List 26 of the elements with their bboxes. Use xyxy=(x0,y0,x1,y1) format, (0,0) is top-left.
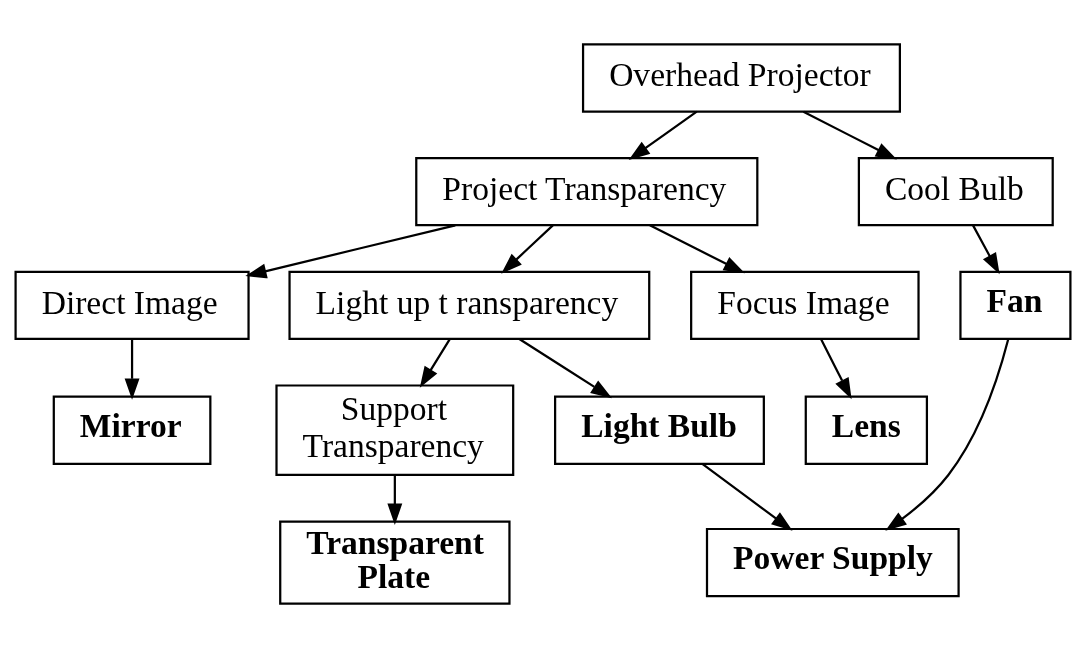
node-box: Light up t ransparency xyxy=(288,270,651,340)
node-box: Support Transparency xyxy=(275,383,515,476)
node-box: Focus Image xyxy=(690,270,920,340)
arrow xyxy=(124,338,140,400)
arrow xyxy=(245,223,456,278)
node-box: Overhead Projector xyxy=(581,42,901,113)
arrow xyxy=(972,224,1000,274)
arrow xyxy=(387,475,403,525)
node-box: Project Transparency xyxy=(415,156,759,226)
arrow xyxy=(419,337,451,388)
node-box: Fan xyxy=(959,270,1072,340)
node-box: Direct Image xyxy=(14,270,250,340)
arrow xyxy=(628,110,698,160)
node-box: Power Supply xyxy=(705,527,960,597)
arrow xyxy=(820,338,852,399)
node-box: Mirror xyxy=(52,395,212,465)
node-box: Transparent Plate xyxy=(279,519,511,605)
arrow xyxy=(518,337,613,398)
arrow xyxy=(501,224,554,274)
arrow xyxy=(885,338,1010,531)
node-box: Light Bulb xyxy=(554,395,765,465)
arrow xyxy=(802,110,897,160)
arrow xyxy=(649,223,745,273)
arrow xyxy=(701,462,793,531)
node-box: Cool Bulb xyxy=(857,156,1054,226)
node-box: Lens xyxy=(804,395,929,465)
